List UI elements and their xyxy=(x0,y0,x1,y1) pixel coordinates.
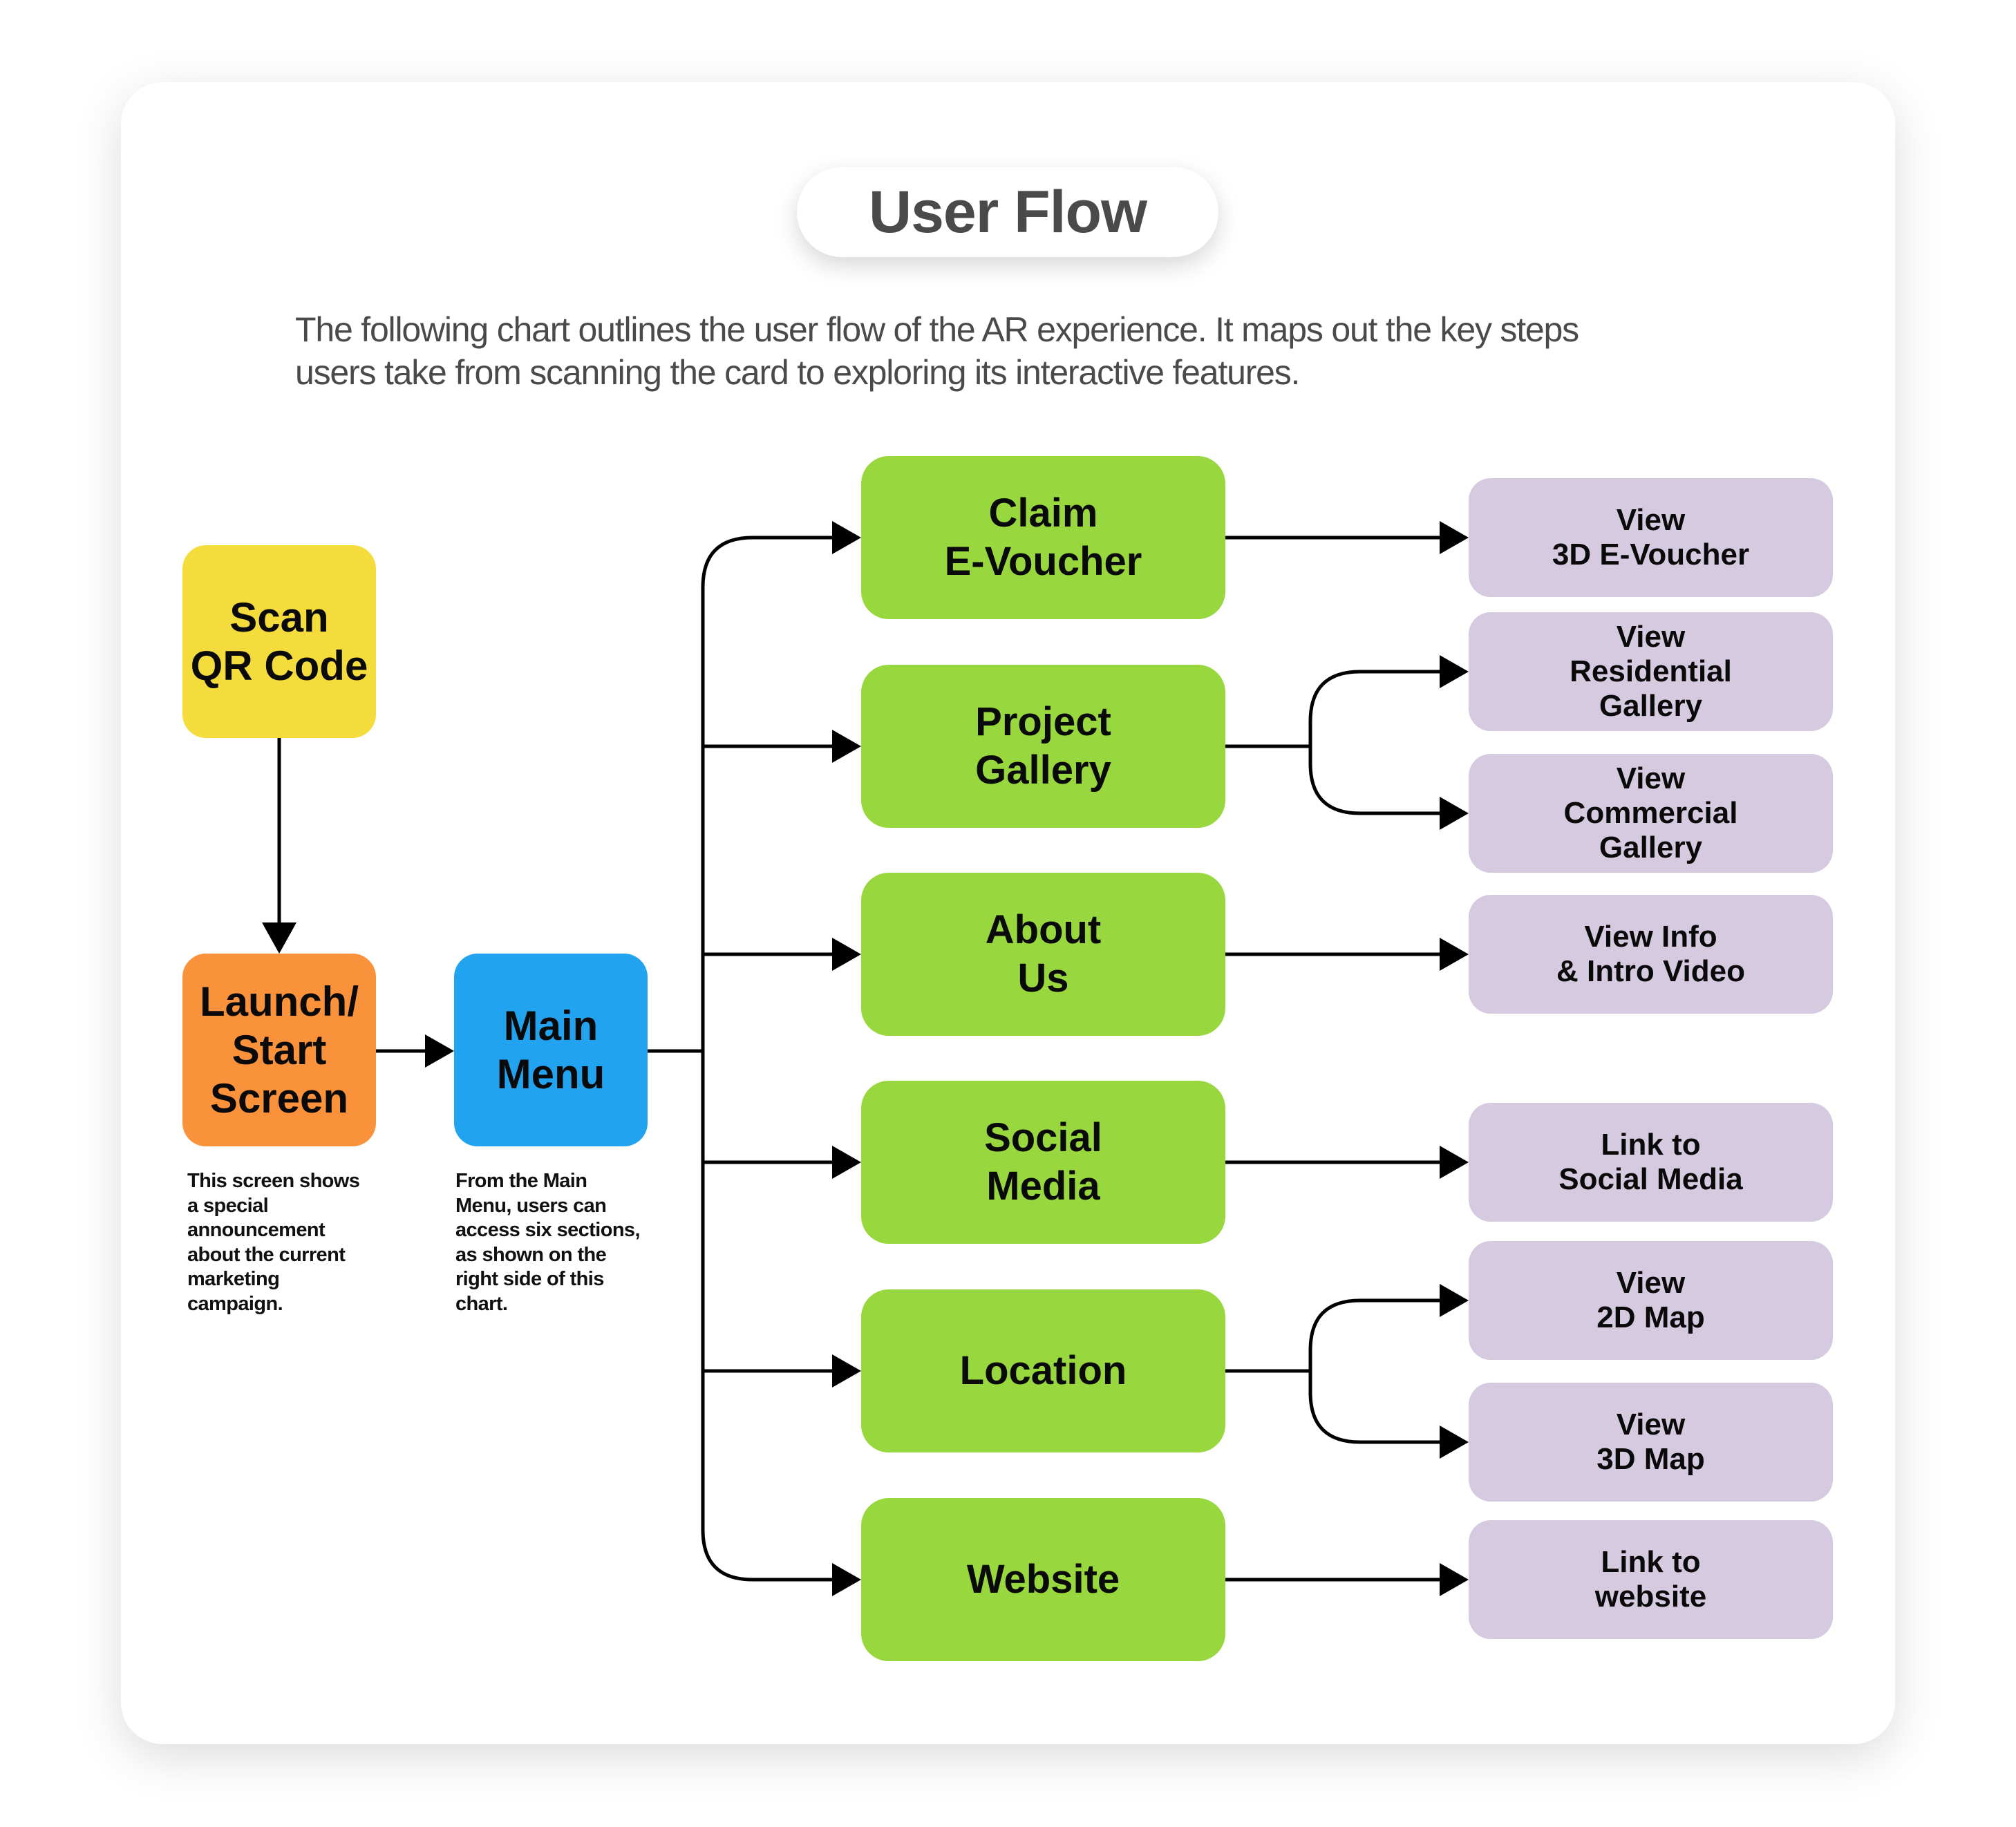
node-label: Location xyxy=(959,1348,1127,1393)
description-line: The following chart outlines the user fl… xyxy=(295,310,1579,349)
arrowhead-icon xyxy=(262,922,296,954)
arrowhead-icon xyxy=(425,1034,454,1068)
arrowhead-icon xyxy=(1440,1426,1469,1459)
action-view-info-intro-video[interactable]: View Info & Intro Video xyxy=(1469,895,1833,1014)
launch-note: This screen shows a special announcement… xyxy=(187,1169,360,1316)
arrowhead-icon xyxy=(1440,655,1469,688)
node-label: Project Gallery xyxy=(975,699,1111,793)
section-claim-e-voucher[interactable]: Claim E-Voucher xyxy=(861,456,1225,619)
note-line: about the current xyxy=(187,1243,346,1266)
arrowhead-icon xyxy=(832,521,861,554)
action-view-3d-map[interactable]: View 3D Map xyxy=(1469,1383,1833,1502)
arrowhead-icon xyxy=(832,1563,861,1596)
scan-qr-code-node[interactable]: Scan QR Code xyxy=(182,545,376,738)
arrowhead-icon xyxy=(832,938,861,971)
section-location[interactable]: Location xyxy=(861,1289,1225,1452)
arrowhead-icon xyxy=(1440,938,1469,971)
note-line: a special xyxy=(187,1194,269,1217)
node-label: View 3D Map xyxy=(1596,1408,1705,1476)
action-view-3d-e-voucher[interactable]: View 3D E-Voucher xyxy=(1469,478,1833,597)
note-line: This screen shows xyxy=(187,1170,360,1192)
node-label: View Info & Intro Video xyxy=(1556,920,1745,988)
node-label: View 3D E-Voucher xyxy=(1552,503,1750,571)
action-view-residential-gallery[interactable]: View Residential Gallery xyxy=(1469,612,1833,731)
node-label: Claim E-Voucher xyxy=(944,491,1142,584)
action-link-to-social-media[interactable]: Link to Social Media xyxy=(1469,1103,1833,1222)
title-pill: User Flow xyxy=(797,167,1218,257)
arrowhead-icon xyxy=(1440,1563,1469,1596)
arrowhead-icon xyxy=(1440,1146,1469,1179)
node-label: About Us xyxy=(985,907,1102,1001)
node-label: Scan QR Code xyxy=(190,594,368,689)
note-line: right side of this xyxy=(455,1268,604,1290)
node-label: Link to website xyxy=(1594,1545,1707,1613)
connector-spine xyxy=(701,536,832,1582)
arrowhead-icon xyxy=(1440,1284,1469,1317)
note-line: as shown on the xyxy=(455,1243,607,1266)
arrowhead-icon xyxy=(832,1354,861,1388)
arrowhead-icon xyxy=(832,1146,861,1179)
action-view-2d-map[interactable]: View 2D Map xyxy=(1469,1241,1833,1360)
note-line: From the Main xyxy=(455,1170,587,1192)
note-line: announcement xyxy=(187,1219,326,1241)
section-social-media[interactable]: Social Media xyxy=(861,1081,1225,1244)
node-label: Social Media xyxy=(984,1115,1102,1209)
arrowhead-icon xyxy=(1440,797,1469,830)
main-menu-node[interactable]: Main Menu xyxy=(454,954,648,1146)
node-label: Website xyxy=(966,1557,1120,1602)
note-line: campaign. xyxy=(187,1292,283,1315)
note-line: chart. xyxy=(455,1292,508,1315)
action-link-to-website[interactable]: Link to website xyxy=(1469,1520,1833,1639)
section-about-us[interactable]: About Us xyxy=(861,873,1225,1036)
note-line: access six sections, xyxy=(455,1219,641,1241)
node-label: Link to Social Media xyxy=(1558,1128,1743,1196)
page-title: User Flow xyxy=(869,178,1147,245)
launch-start-screen-node[interactable]: Launch/ Start Screen xyxy=(182,954,376,1146)
section-website[interactable]: Website xyxy=(861,1498,1225,1661)
node-label: Main Menu xyxy=(496,1002,605,1097)
note-line: Menu, users can xyxy=(455,1194,607,1217)
description-line: users take from scanning the card to exp… xyxy=(295,353,1300,392)
node-label: View Commercial Gallery xyxy=(1563,761,1738,864)
arrowhead-icon xyxy=(832,730,861,763)
description: The following chart outlines the user fl… xyxy=(295,308,1802,394)
connector-branch xyxy=(1308,1298,1440,1444)
connector-branch xyxy=(1308,670,1440,815)
node-label: View Residential Gallery xyxy=(1570,620,1732,723)
note-line: marketing xyxy=(187,1268,280,1290)
section-project-gallery[interactable]: Project Gallery xyxy=(861,665,1225,828)
node-label: Launch/ Start Screen xyxy=(199,978,359,1121)
node-label: View 2D Map xyxy=(1596,1266,1705,1334)
arrowhead-icon xyxy=(1440,521,1469,554)
action-view-commercial-gallery[interactable]: View Commercial Gallery xyxy=(1469,754,1833,873)
main-menu-note: From the Main Menu, users can access six… xyxy=(455,1169,641,1316)
